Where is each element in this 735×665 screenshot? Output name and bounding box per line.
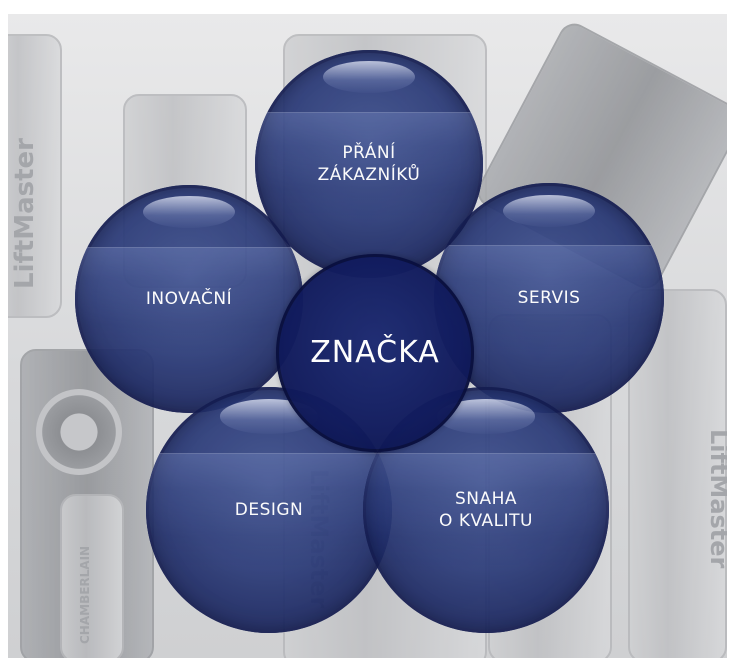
center-label: ZNAČKA	[310, 335, 440, 370]
gloss-highlight	[143, 196, 235, 229]
gloss-band	[146, 453, 392, 573]
petal-label-right: SERVIS	[517, 288, 581, 308]
petal-top: PŘÁNÍ ZÁKAZNÍKŮ	[255, 50, 483, 278]
secondary-logo: CHAMBERLAIN	[78, 545, 92, 644]
gloss-band	[255, 111, 483, 222]
petal-label-bottom-right: SNAHA O KVALITU	[439, 489, 533, 531]
gloss-highlight	[503, 194, 595, 227]
petal-label-top: PŘÁNÍ ZÁKAZNÍKŮ	[317, 143, 421, 185]
gloss-band	[75, 246, 303, 357]
brand-logo-left: LiftMaster	[10, 138, 40, 289]
remote-device-left-top	[8, 34, 62, 318]
brand-logo-right: LiftMaster	[705, 429, 727, 569]
petal-right: SERVIS	[434, 183, 664, 413]
gloss-band	[363, 453, 609, 573]
petal-label-left: INOVAČNÍ	[145, 289, 233, 309]
gloss-highlight	[323, 61, 415, 94]
petal-label-bottom-left: DESIGN	[234, 500, 304, 520]
remote-keypad	[36, 389, 122, 475]
center-circle: ZNAČKA	[276, 254, 474, 452]
remote-device-left-mid	[60, 494, 124, 658]
petal-left: INOVAČNÍ	[75, 185, 303, 413]
